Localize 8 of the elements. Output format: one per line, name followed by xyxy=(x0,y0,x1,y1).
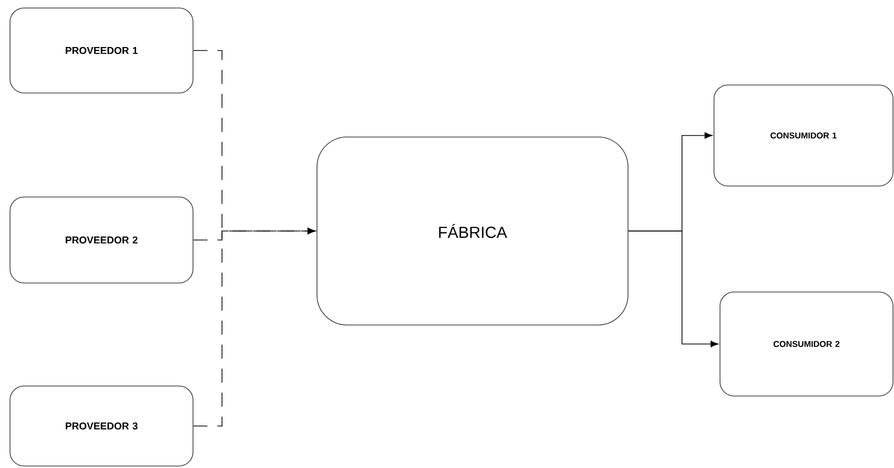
supplier-box: PROVEEDOR 2 xyxy=(10,196,194,284)
arrow xyxy=(628,230,718,348)
supplier-box: PROVEEDOR 1 xyxy=(10,8,194,94)
factory-box: FÁBRICA xyxy=(316,136,628,326)
consumer-box: CONSUMIDOR 1 xyxy=(714,84,894,186)
arrow xyxy=(193,228,316,426)
supplier-box: PROVEEDOR 3 xyxy=(10,386,194,466)
consumer-box: CONSUMIDOR 2 xyxy=(720,292,894,396)
